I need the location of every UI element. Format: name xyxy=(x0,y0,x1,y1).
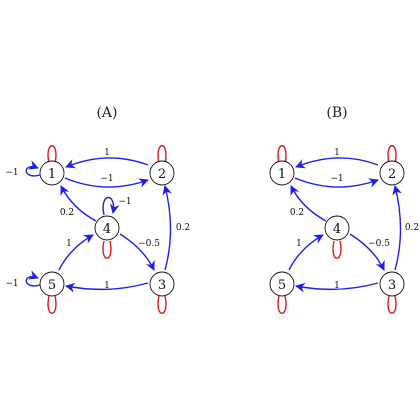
node-1-a: 1 xyxy=(39,160,65,186)
edge-label-4-to-1-a: 0.2 xyxy=(60,208,74,218)
self-loop-2-b xyxy=(387,145,397,164)
edge-label-2-to-1-b: 1 xyxy=(334,148,340,158)
edge-label-4-to-3-b: −0.5 xyxy=(368,239,390,249)
self-loop-5-a xyxy=(47,295,57,314)
blue-loop-4-a xyxy=(102,196,120,216)
edge-5-to-4-a xyxy=(58,234,94,271)
edge-3-to-5-a xyxy=(65,282,149,293)
node-label-2-a: 2 xyxy=(158,167,166,182)
node-2-a: 2 xyxy=(149,160,175,186)
node-label-3-b: 3 xyxy=(388,278,396,293)
node-4-a: 4 xyxy=(94,215,120,241)
edge-1-to-2-a xyxy=(64,177,149,188)
edge-label-4-to-1-b: 0.2 xyxy=(290,208,304,218)
edge-4-to-1-b xyxy=(290,185,327,222)
self-loop-1-a xyxy=(47,145,57,164)
panel-b-title: (B) xyxy=(326,105,347,121)
panel-a-title: (A) xyxy=(96,105,117,121)
node-label-5-a: 5 xyxy=(48,278,56,293)
node-label-1-a: 1 xyxy=(48,167,56,182)
edge-1-to-2-b xyxy=(294,177,379,188)
loop-label-5-a: −1 xyxy=(5,279,18,289)
edge-label-1-to-2-b: −1 xyxy=(330,174,343,184)
edge-4-to-3-b xyxy=(349,233,385,271)
edge-4-to-3-a xyxy=(119,233,155,271)
edge-2-to-1-a xyxy=(65,157,149,169)
edge-label-3-to-2-a: 0.2 xyxy=(176,223,190,233)
self-loop-3-b xyxy=(387,295,397,314)
node-4-b: 4 xyxy=(324,215,350,241)
self-loop-3-a xyxy=(157,295,167,314)
loop-label-4-a: −1 xyxy=(118,197,131,207)
blue-loop-1-a xyxy=(25,160,41,177)
node-label-5-b: 5 xyxy=(278,278,286,293)
edge-label-3-to-2-b: 0.2 xyxy=(405,223,419,233)
node-5-a: 5 xyxy=(39,271,65,297)
edge-label-5-to-4-a: 1 xyxy=(66,239,72,249)
node-1-b: 1 xyxy=(269,160,295,186)
edge-label-4-to-3-a: −0.5 xyxy=(138,239,160,249)
edge-label-2-to-1-a: 1 xyxy=(104,148,110,158)
panel-a: (A) 1 −1 0.2 1 −0.5 0.2 1 −1 −1 −1 1 xyxy=(5,105,190,314)
node-label-2-b: 2 xyxy=(388,167,396,182)
node-2-b: 2 xyxy=(379,160,405,186)
node-label-3-a: 3 xyxy=(158,278,166,293)
node-label-4-b: 4 xyxy=(333,222,341,237)
edge-3-to-2-b xyxy=(392,185,402,271)
self-loop-5-b xyxy=(277,295,287,314)
self-loop-4-b xyxy=(332,240,342,259)
node-label-1-b: 1 xyxy=(278,167,286,182)
node-label-4-a: 4 xyxy=(103,222,111,237)
edge-label-3-to-5-b: 1 xyxy=(334,281,340,291)
node-3-b: 3 xyxy=(379,271,405,297)
edge-3-to-5-b xyxy=(295,282,379,293)
node-5-b: 5 xyxy=(269,271,295,297)
self-loop-1-b xyxy=(277,145,287,164)
edge-2-to-1-b xyxy=(295,157,379,169)
edge-4-to-1-a xyxy=(60,185,97,222)
self-loop-2-a xyxy=(157,145,167,164)
edge-5-to-4-b xyxy=(288,234,324,271)
self-loop-4-a xyxy=(102,240,112,259)
loop-label-1-a: −1 xyxy=(5,168,18,178)
blue-loop-5-a xyxy=(25,270,41,287)
panel-b: (B) 1 −1 0.2 1 −0.5 0.2 1 1 2 xyxy=(269,105,419,314)
edge-label-1-to-2-a: −1 xyxy=(100,174,113,184)
edge-label-3-to-5-a: 1 xyxy=(104,281,110,291)
edge-3-to-2-a xyxy=(162,185,172,271)
edge-label-5-to-4-b: 1 xyxy=(296,239,302,249)
node-3-a: 3 xyxy=(149,271,175,297)
